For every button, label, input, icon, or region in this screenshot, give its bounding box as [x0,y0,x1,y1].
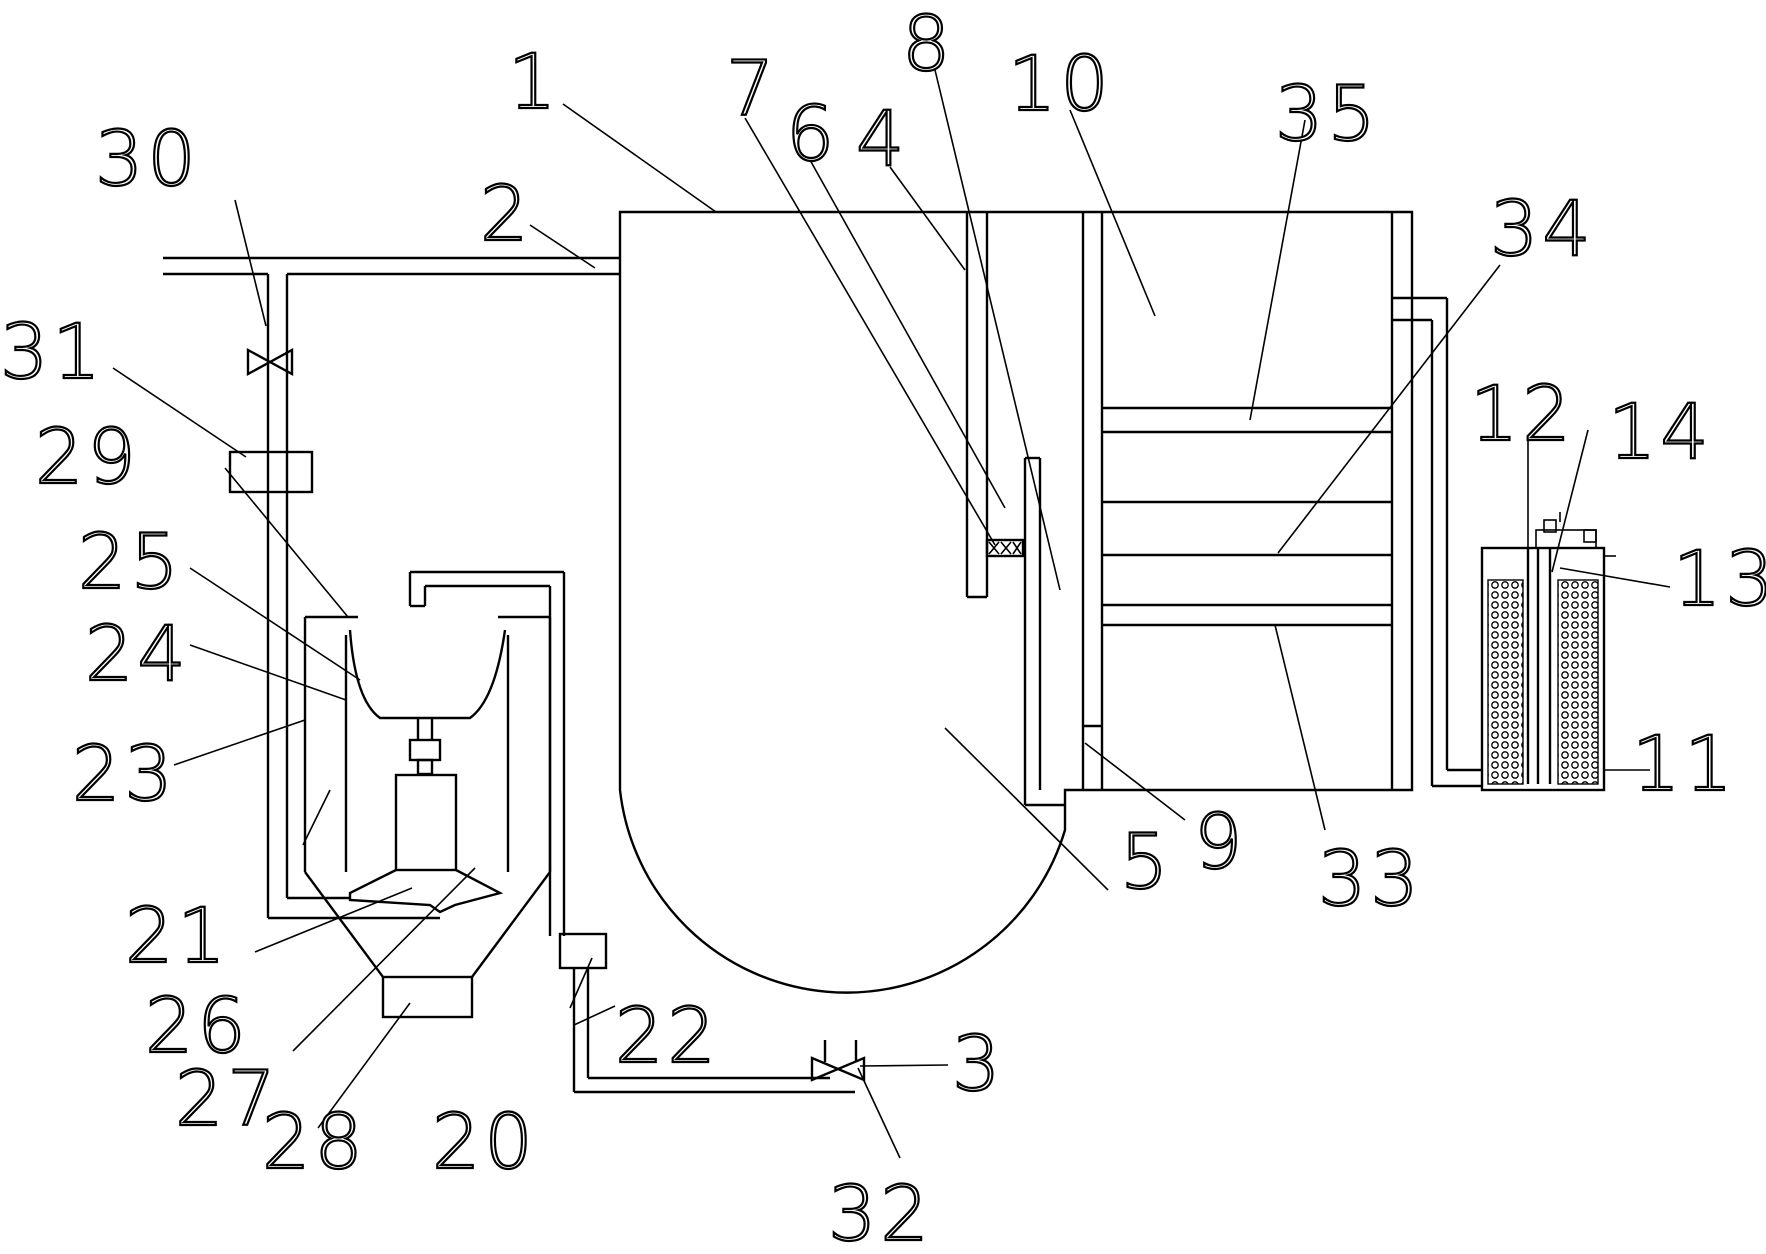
label-2: 2 [480,169,532,258]
label-20: 20 [432,1097,537,1186]
shaft-coupling [408,718,442,776]
filter-7 [985,538,1025,558]
label-10: 10 [1008,39,1113,128]
partition-wall [1081,212,1104,790]
cone-27 [348,868,504,914]
label-35: 35 [1275,69,1380,158]
label-7: 7 [726,44,778,133]
label-5: 5 [1120,817,1172,906]
label-21: 21 [125,891,230,980]
motor-26 [394,773,458,872]
label-13: 13 [1673,534,1766,623]
flow-meter-31 [228,450,314,494]
pump-28 [381,975,474,1019]
main-vessel [618,210,1414,994]
pipe-20 [408,570,858,1094]
return-pipe [266,274,440,920]
label-23: 23 [72,729,177,818]
label-3: 3 [952,1019,1004,1108]
label-12: 12 [1470,369,1575,458]
label-28: 28 [262,1097,367,1186]
inlet-pipe [163,256,620,276]
label-22: 22 [615,991,720,1080]
label-25: 25 [78,517,183,606]
label-34: 34 [1490,184,1595,273]
flow-meter-22 [558,932,608,970]
label-11: 11 [1632,719,1737,808]
label-31: 31 [0,307,105,396]
label-29: 29 [35,412,140,501]
label-27: 27 [175,1054,280,1143]
filter-11 [1480,512,1616,792]
valve-30 [246,347,294,377]
label-32: 32 [828,1169,933,1254]
label-26: 26 [145,981,250,1070]
baffle-4 [965,212,989,599]
label-8: 8 [902,0,954,88]
leader-lines [112,69,1671,1159]
plates [1102,406,1392,627]
label-33: 33 [1318,834,1423,923]
bowl-25 [348,629,507,720]
outlet-pipe [1392,296,1482,788]
label-1: 1 [508,37,560,126]
label-9: 9 [1194,797,1246,886]
label-6: 6 [786,89,838,178]
channel-5 [1023,456,1065,807]
label-24: 24 [85,609,190,698]
label-14: 14 [1608,387,1713,476]
label-30: 30 [95,114,200,203]
label-4: 4 [856,94,908,183]
separator-tank [303,615,552,978]
valve-3 [810,1056,866,1082]
